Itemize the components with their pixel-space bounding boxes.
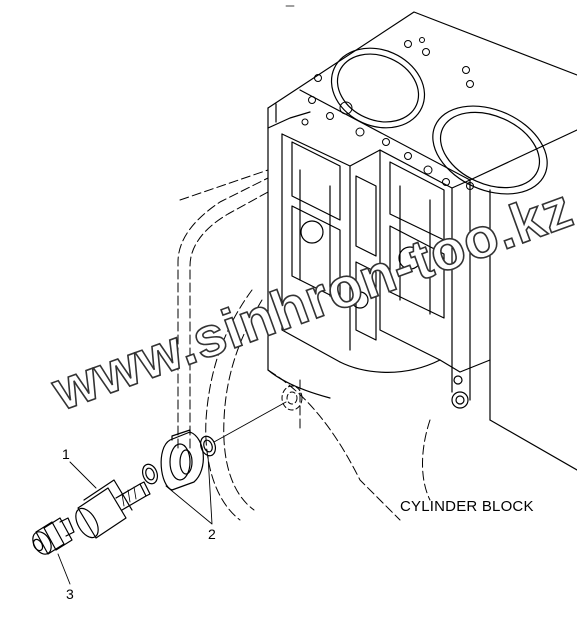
callout-3: 3 (66, 586, 74, 602)
leader-1 (69, 461, 97, 489)
gaskets (141, 435, 217, 485)
cylinder-block-caption: CYLINDER BLOCK (400, 498, 534, 515)
adapter-part-1 (75, 479, 151, 539)
sender-part-3 (32, 517, 75, 555)
deck-bolt-holes (301, 37, 474, 190)
phantom-lines (177, 169, 431, 521)
leader-3 (57, 553, 71, 585)
assembly-axis-line (213, 401, 287, 443)
callout-1: 1 (62, 446, 70, 462)
block-boss (281, 385, 303, 411)
callout-2: 2 (208, 526, 216, 542)
leader-lines (57, 455, 213, 585)
leader-2 (165, 455, 213, 525)
cylinder-block (267, 11, 577, 471)
banjo-fitting (160, 429, 204, 491)
